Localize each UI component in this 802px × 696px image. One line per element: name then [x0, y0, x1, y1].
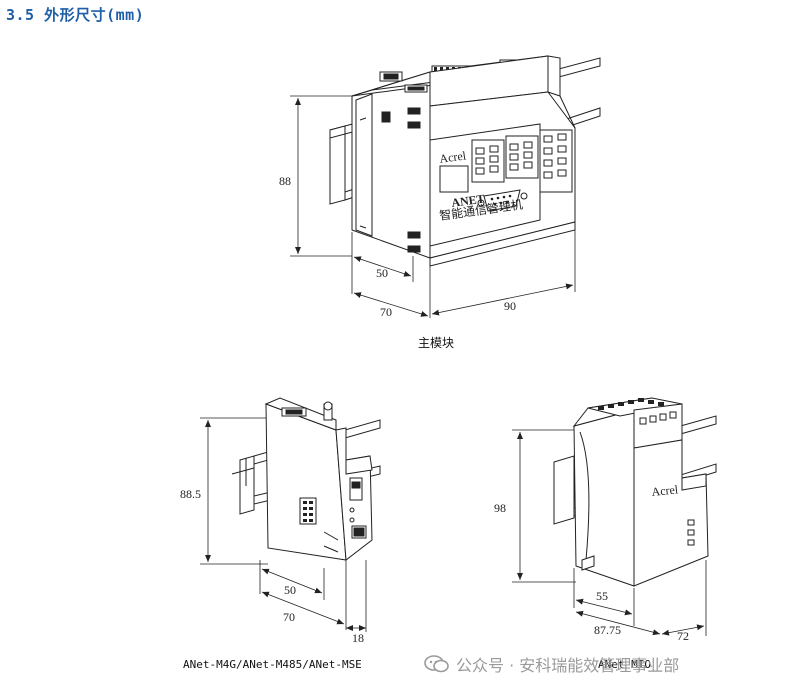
m4g-module-caption: ANet-M4G/ANet-M485/ANet-MSE: [183, 658, 362, 671]
m4g-module-figure: [231, 397, 381, 561]
wechat-icon: [424, 654, 450, 674]
main-dim-width: 90: [504, 299, 516, 313]
main-dim-depth-small: 50: [376, 266, 388, 280]
mio-dim-height: 98: [494, 501, 506, 515]
db9-port: [477, 189, 528, 212]
mio-brand-label: Acrel: [651, 482, 680, 499]
main-brand-label: Acrel: [438, 148, 467, 166]
led-block-1: [471, 139, 505, 183]
mio-module-caption: ANet-MIO: [598, 658, 651, 671]
main-dim-height: 88: [279, 174, 291, 188]
main-dim-depth: 70: [380, 305, 392, 319]
m4g-dim-height: 88.5: [180, 487, 201, 501]
main-module-caption: 主模块: [418, 336, 454, 350]
wechat-watermark: 公众号 · 安科瑞能效管理事业部: [424, 652, 679, 676]
mio-module-figure: [553, 397, 717, 587]
m4g-dimension-lines: [200, 417, 367, 632]
mio-dim-depth-small: 55: [596, 589, 608, 603]
main-module-figure: [329, 55, 601, 267]
led-block-3: [539, 129, 573, 193]
m4g-dim-depth-small: 50: [284, 583, 296, 597]
m4g-dim-width: 18: [352, 631, 364, 645]
main-front-title: ANET: [450, 191, 485, 210]
mio-dim-depth: 87.75: [594, 623, 621, 637]
section-heading: 3.5 外形尺寸(mm): [6, 6, 145, 24]
watermark-text: 公众号 · 安科瑞能效管理事业部: [456, 656, 680, 675]
mio-dim-width: 72: [677, 629, 689, 643]
m4g-dim-depth: 70: [283, 610, 295, 624]
led-block-2: [505, 135, 539, 179]
mio-dimension-lines: [512, 429, 707, 636]
main-dimension-lines: [290, 95, 576, 318]
